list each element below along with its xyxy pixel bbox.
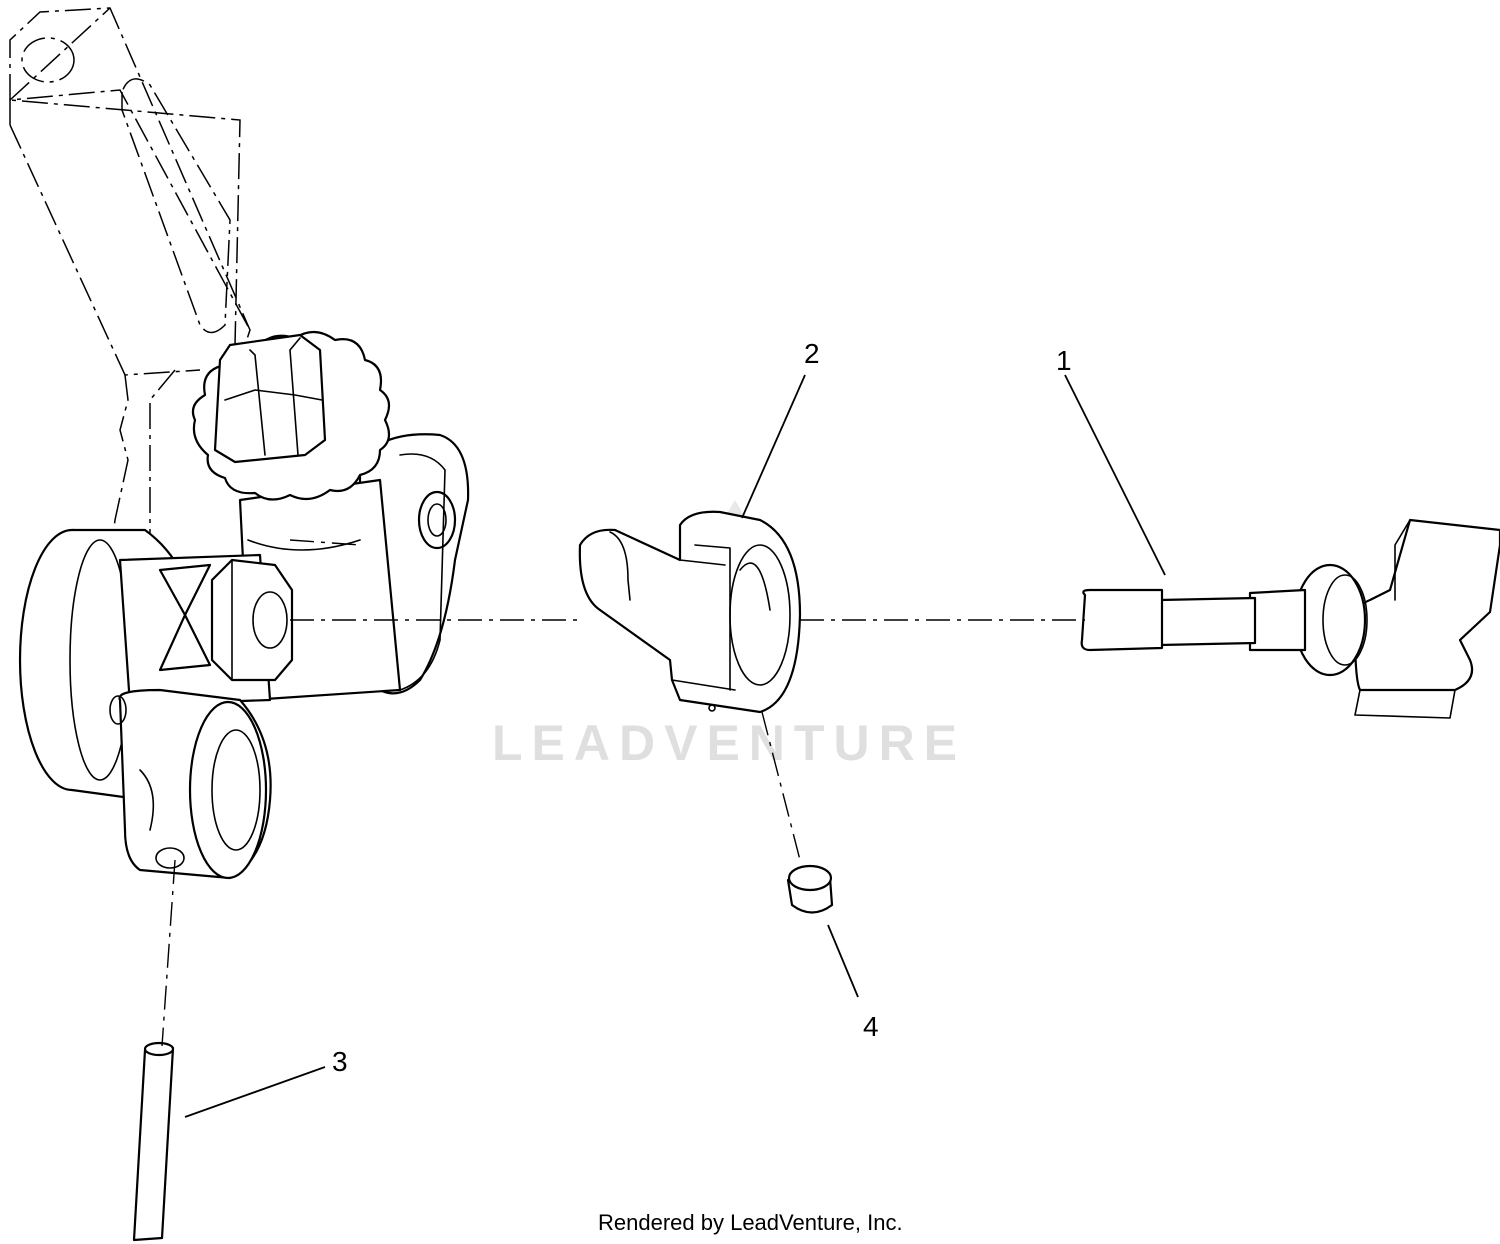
part-3-pin	[132, 1041, 175, 1242]
part-4-sleeve	[786, 864, 834, 914]
callout-2: 2	[804, 338, 820, 369]
callout-4: 4	[863, 1011, 879, 1042]
leader-lines	[184, 374, 1166, 1118]
leader-2	[741, 374, 806, 519]
callout-3: 3	[332, 1046, 348, 1077]
leader-1	[1064, 374, 1166, 576]
footer-credit: Rendered by LeadVenture, Inc.	[598, 1210, 903, 1235]
callout-1: 1	[1056, 345, 1072, 376]
part-1-shaft	[1080, 518, 1500, 719]
part-2-handle	[578, 510, 802, 714]
phantom-bracket	[9, 7, 251, 561]
watermark-text: LEADVENTURE	[492, 715, 966, 771]
leader-3	[184, 1066, 326, 1118]
leader-4	[827, 924, 859, 998]
valve-assembly	[18, 330, 470, 880]
assembly-centerlines	[161, 539, 1085, 1047]
